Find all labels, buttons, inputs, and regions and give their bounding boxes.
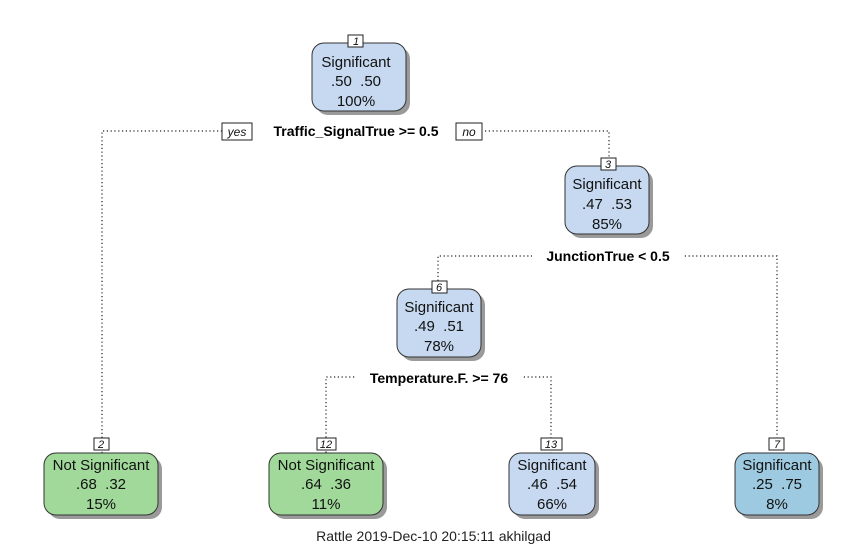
split-rule: Traffic_SignalTrue >= 0.5 — [274, 123, 439, 139]
node-box — [43, 452, 159, 516]
tree-node-2: 2 Not Significant .68 .32 15% — [43, 437, 162, 519]
yes-label: yes — [227, 125, 247, 139]
node-box — [268, 452, 384, 516]
edge-3-7 — [681, 255, 778, 455]
node-probabilities: .64 .36 — [301, 476, 351, 493]
node-probabilities: .50 .50 — [331, 73, 381, 90]
node-percent: 100% — [337, 93, 375, 110]
node-class-label: Significant — [742, 457, 812, 474]
tree-node-7: 7 Significant .25 .75 8% — [734, 437, 823, 519]
no-label: no — [462, 125, 476, 139]
node-probabilities: .47 .53 — [582, 196, 632, 213]
node-percent: 85% — [592, 216, 622, 233]
split-rule: Temperature.F. >= 76 — [370, 370, 508, 386]
tree-node-13: 13 Significant .46 .54 66% — [508, 437, 599, 519]
tree-node-1: 1 Significant .50 .50 100% — [311, 34, 410, 115]
node-class-label: Significant — [404, 299, 474, 316]
node-class-label: Significant — [517, 457, 587, 474]
node-id: 7 — [774, 439, 781, 451]
node-probabilities: .49 .51 — [414, 318, 464, 335]
node-box — [508, 452, 596, 516]
split-rule: JunctionTrue < 0.5 — [546, 248, 670, 264]
node-id: 3 — [605, 159, 612, 171]
tree-node-3: 3 Significant .47 .53 85% — [564, 157, 653, 238]
node-percent: 78% — [424, 338, 454, 355]
node-id: 2 — [97, 439, 104, 451]
node-probabilities: .25 .75 — [752, 476, 802, 493]
node-class-label: Not Significant — [53, 457, 151, 474]
node-percent: 8% — [766, 496, 788, 513]
node-percent: 66% — [537, 496, 567, 513]
node-probabilities: .46 .54 — [527, 476, 577, 493]
node-class-label: Significant — [321, 54, 391, 71]
edge-1-2 — [101, 130, 222, 455]
split-junction: JunctionTrue < 0.5 — [532, 246, 684, 266]
split-traffic-signal: Traffic_SignalTrue >= 0.5 yes no — [221, 121, 483, 141]
node-percent: 11% — [312, 496, 341, 513]
edge-6-13 — [520, 376, 552, 455]
node-class-label: Not Significant — [278, 457, 376, 474]
split-temperature: Temperature.F. >= 76 — [356, 368, 522, 388]
node-probabilities: .68 .32 — [76, 476, 126, 493]
node-box — [734, 452, 820, 516]
edge-6-12 — [325, 376, 358, 455]
tree-node-6: 6 Significant .49 .51 78% — [396, 280, 485, 361]
node-percent: 15% — [86, 496, 116, 513]
node-id: 1 — [353, 36, 359, 48]
node-id: 12 — [320, 439, 332, 451]
node-id: 13 — [545, 439, 558, 451]
footer-caption: Rattle 2019-Dec-10 20:15:11 akhilgad — [316, 528, 551, 544]
node-class-label: Significant — [572, 176, 642, 193]
node-id: 6 — [436, 282, 443, 294]
tree-node-12: 12 Not Significant .64 .36 11% — [268, 437, 387, 519]
